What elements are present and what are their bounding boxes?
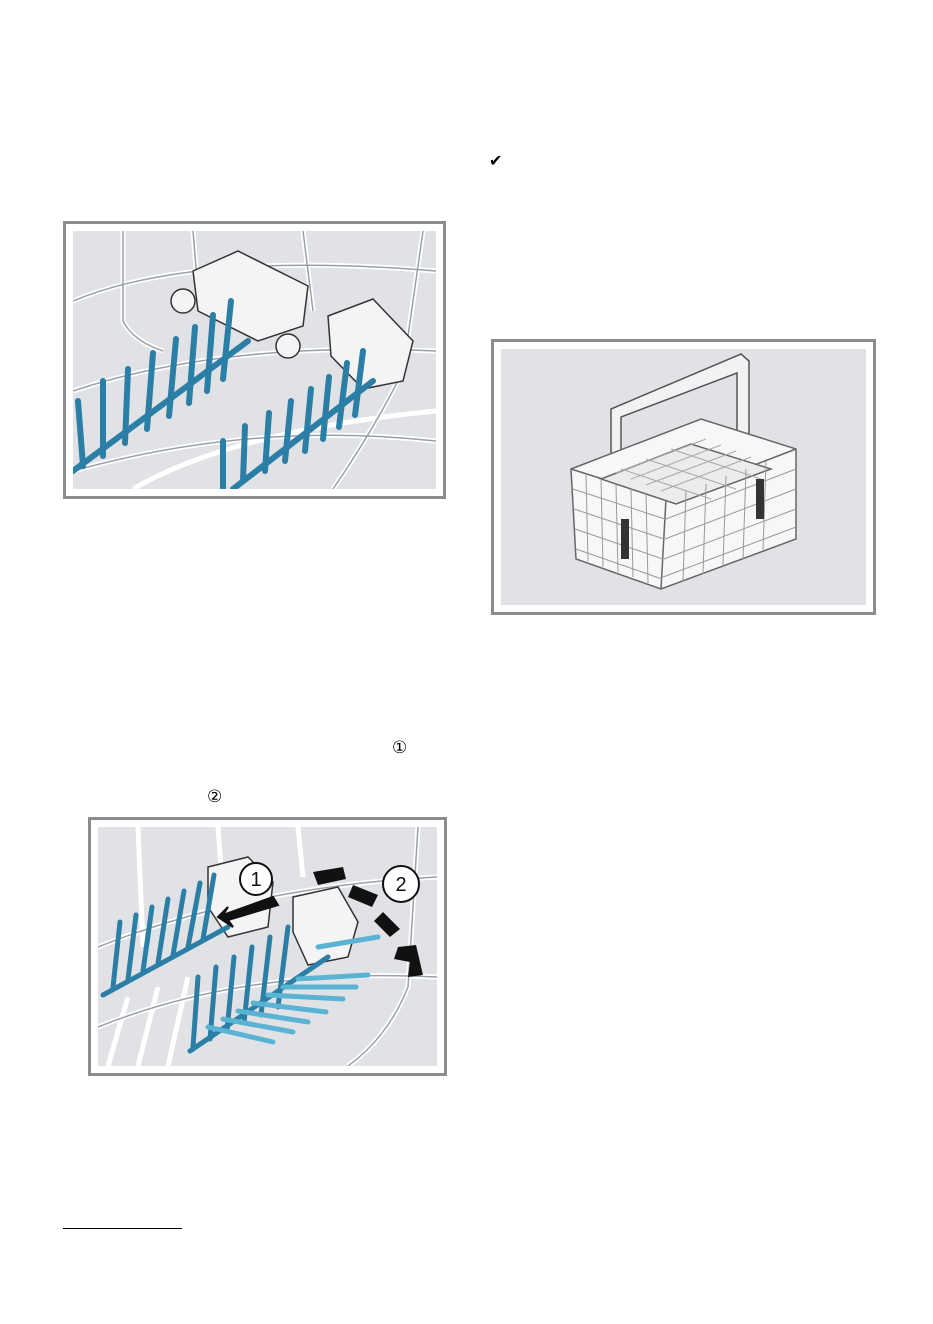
callout-2-label: 2 — [395, 874, 406, 896]
fold-spikes-figure: 1 2 — [88, 817, 447, 1076]
callout-1-label: 1 — [250, 869, 261, 891]
check-icon: ✔ — [489, 154, 502, 170]
fold-spikes-illustration: 1 2 — [98, 827, 437, 1066]
cutlery-basket-illustration — [501, 349, 866, 605]
footnote-rule — [63, 1228, 182, 1229]
step-two-glyph: ② — [207, 788, 222, 805]
rack-spikes-figure — [63, 221, 446, 499]
step-one-glyph: ① — [392, 739, 407, 756]
rack-spikes-illustration — [73, 231, 436, 489]
cutlery-basket-figure — [491, 339, 876, 615]
